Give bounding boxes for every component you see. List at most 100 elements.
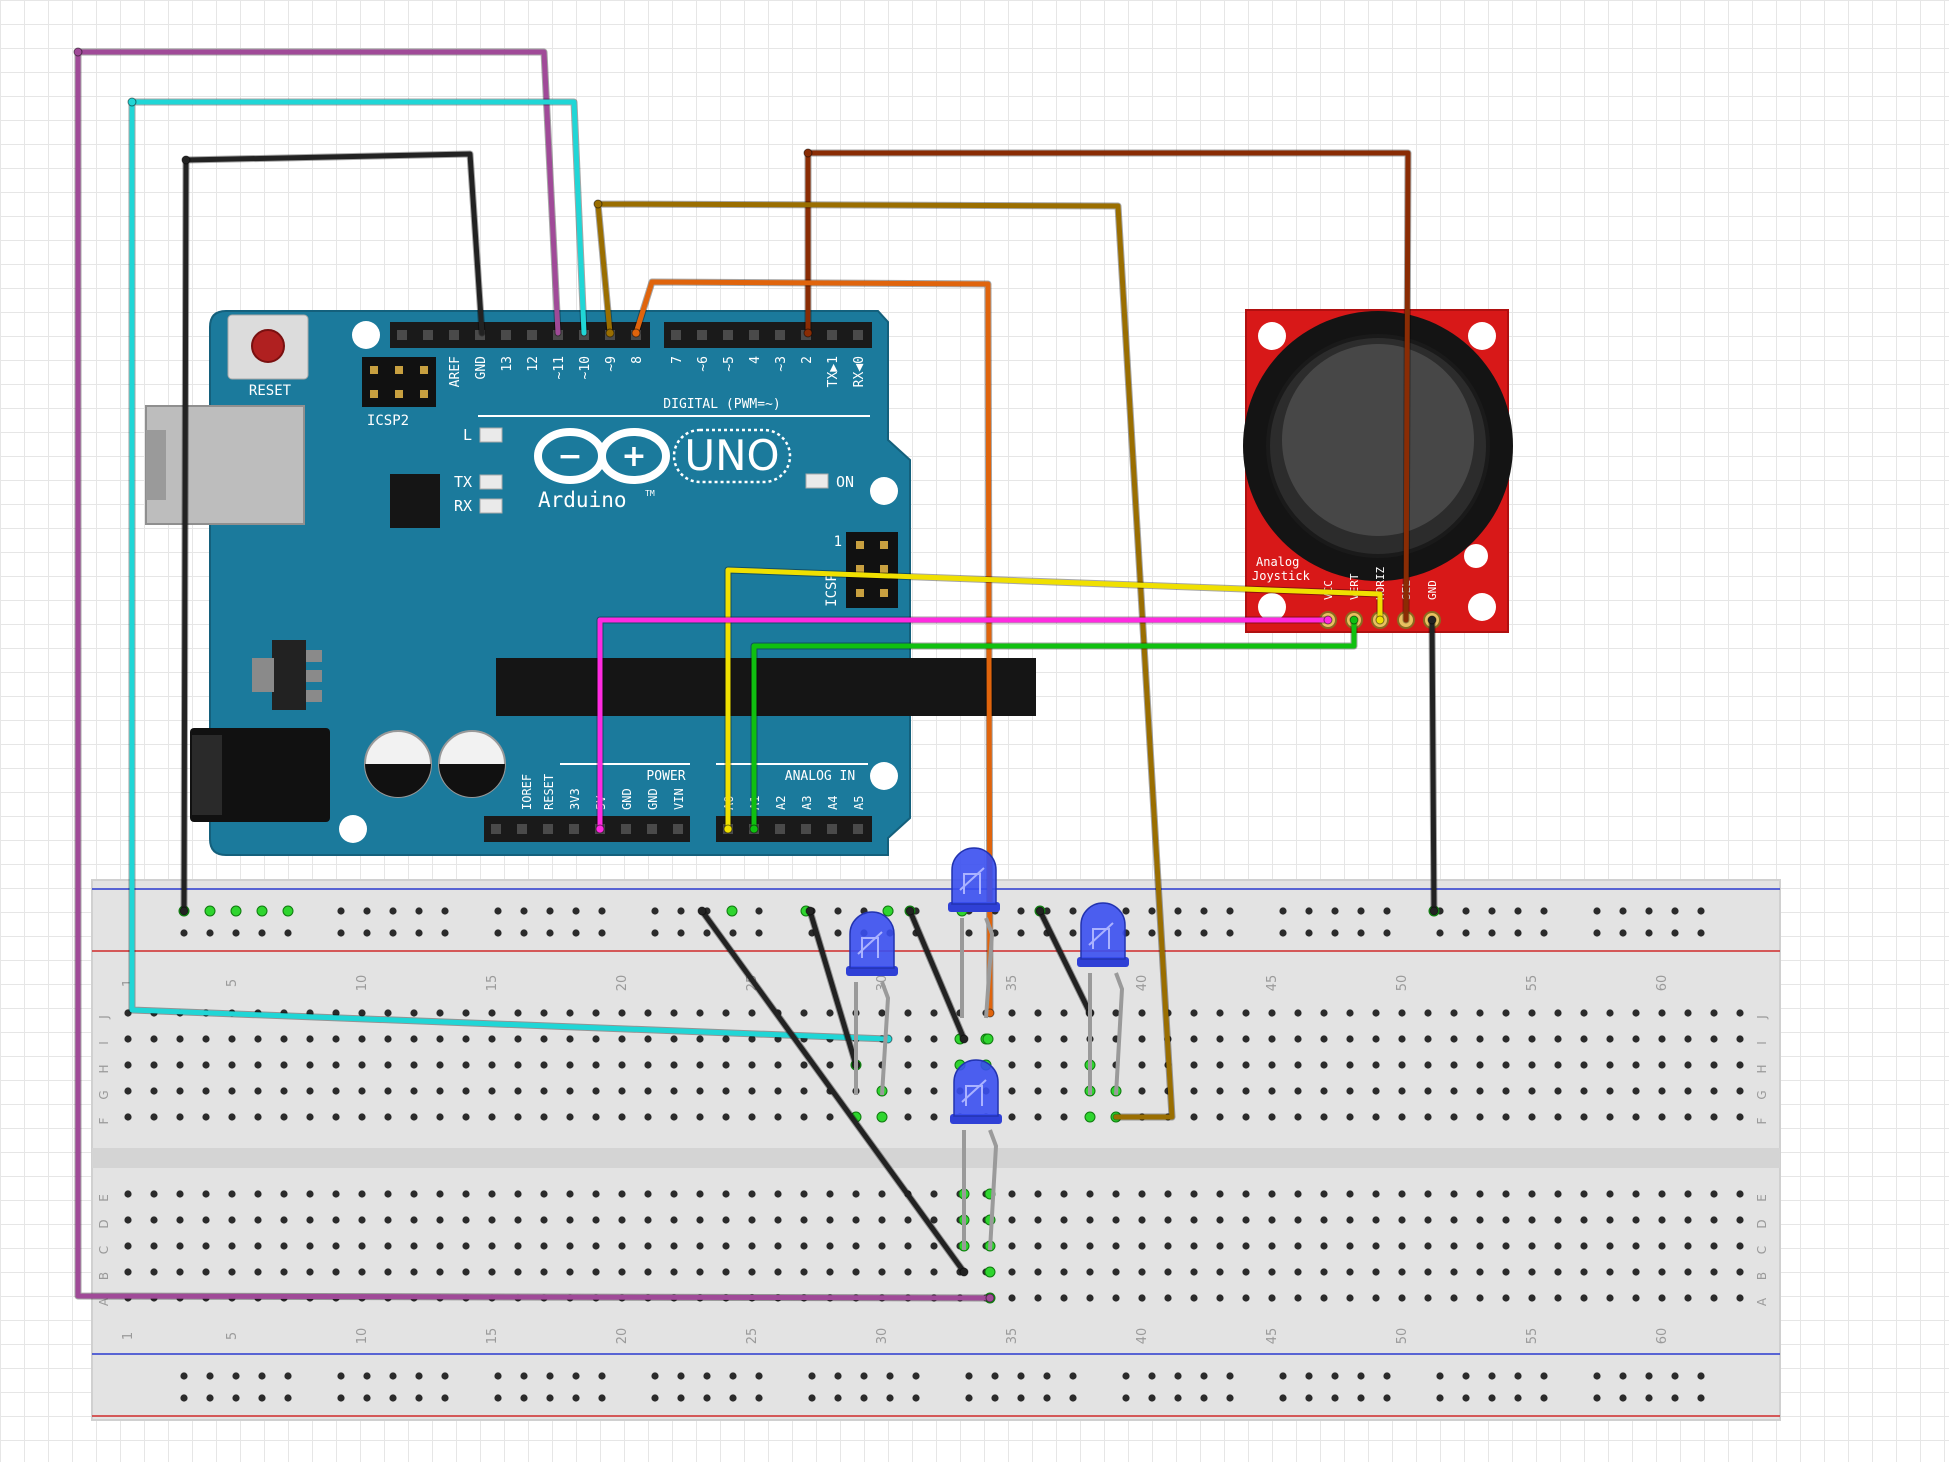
breadboard-hole — [618, 1009, 626, 1017]
breadboard-hole — [1710, 1009, 1718, 1017]
breadboard-hole — [696, 1216, 704, 1224]
power-rail-hole — [808, 1372, 816, 1380]
breadboard-hole — [696, 1190, 704, 1198]
breadboard-hole — [1060, 1087, 1068, 1095]
breadboard-hole — [696, 1035, 704, 1043]
breadboard-hole — [592, 1009, 600, 1017]
breadboard-hole — [514, 1242, 522, 1250]
breadboard-hole — [1372, 1216, 1380, 1224]
breadboard-hole — [1190, 1113, 1198, 1121]
row-letter: D — [1755, 1219, 1769, 1228]
breadboard-hole — [1320, 1087, 1328, 1095]
breadboard-hole — [930, 1087, 938, 1095]
breadboard-hole — [800, 1216, 808, 1224]
power-rail-hole — [1069, 929, 1077, 937]
breadboard-hole — [332, 1268, 340, 1276]
breadboard-hole — [1632, 1061, 1640, 1069]
led — [948, 847, 1000, 1019]
l-led — [479, 427, 503, 443]
row-letter: J — [1755, 1015, 1769, 1020]
column-number: 15 — [485, 1328, 500, 1345]
power-rail-hole — [834, 1372, 842, 1380]
breadboard-hole — [124, 1190, 132, 1198]
power-pin-label: IOREF — [520, 774, 534, 810]
power-rail-hole — [1671, 929, 1679, 937]
breadboard-hole — [254, 1035, 262, 1043]
power-rail-hole — [808, 1394, 816, 1402]
breadboard-hole — [306, 1190, 314, 1198]
power-header — [484, 816, 690, 842]
power-rail-hole — [1645, 929, 1653, 937]
row-letter: B — [97, 1272, 111, 1280]
breadboard-hole — [1736, 1216, 1744, 1224]
breadboard-hole — [1320, 1035, 1328, 1043]
breadboard-hole — [514, 1268, 522, 1276]
row-letter: I — [97, 1041, 111, 1045]
breadboard-hole — [436, 1268, 444, 1276]
breadboard-hole — [1294, 1268, 1302, 1276]
breadboard-hole — [384, 1190, 392, 1198]
breadboard-hole — [124, 1035, 132, 1043]
breadboard-hole — [748, 1242, 756, 1250]
power-header-label: POWER — [646, 769, 685, 784]
power-rail-hole — [729, 929, 737, 937]
power-rail-hole — [389, 1394, 397, 1402]
breadboard-hole — [540, 1113, 548, 1121]
breadboard-hole — [1736, 1242, 1744, 1250]
power-rail-hole — [965, 1394, 973, 1402]
breadboard-hole — [904, 1216, 912, 1224]
wire-endpoint — [127, 97, 137, 107]
power-rail-hole — [1488, 1372, 1496, 1380]
breadboard-hole — [696, 1242, 704, 1250]
breadboard-hole — [1346, 1061, 1354, 1069]
row-letter: D — [97, 1219, 111, 1228]
breadboard-hole — [514, 1113, 522, 1121]
power-rail-hole — [991, 1372, 999, 1380]
power-rail-hole — [651, 1394, 659, 1402]
breadboard-hole — [1528, 1268, 1536, 1276]
breadboard-hole — [1632, 1035, 1640, 1043]
breadboard-hole — [1372, 1242, 1380, 1250]
breadboard-hole — [566, 1087, 574, 1095]
breadboard-hole — [436, 1009, 444, 1017]
joystick-cap[interactable] — [1282, 344, 1474, 536]
reset-button-cap[interactable] — [251, 329, 285, 363]
breadboard-hole — [1242, 1009, 1250, 1017]
column-number: 50 — [1395, 975, 1410, 992]
header-pin — [621, 824, 631, 834]
wire-black-led-1 — [807, 908, 859, 1068]
column-number: 55 — [1525, 975, 1540, 992]
breadboard-hole — [202, 1242, 210, 1250]
breadboard-hole — [540, 1087, 548, 1095]
row-letter: H — [1755, 1064, 1769, 1073]
breadboard-hole — [1580, 1087, 1588, 1095]
power-rail-hole — [572, 1372, 580, 1380]
breadboard-hole — [514, 1061, 522, 1069]
mounting-hole — [870, 762, 898, 790]
breadboard-hole — [1138, 1061, 1146, 1069]
breadboard-hole — [1580, 1113, 1588, 1121]
breadboard-hole — [228, 1216, 236, 1224]
breadboard-hole — [462, 1216, 470, 1224]
breadboard-hole — [280, 1113, 288, 1121]
breadboard-hole — [1606, 1061, 1614, 1069]
breadboard-hole — [410, 1216, 418, 1224]
breadboard-hole — [1372, 1294, 1380, 1302]
breadboard-hole — [1346, 1087, 1354, 1095]
power-rail-hole — [520, 907, 528, 915]
breadboard-hole — [228, 1113, 236, 1121]
power-pin-label: 3V3 — [568, 788, 582, 810]
breadboard-hole — [124, 1268, 132, 1276]
breadboard-hole — [1658, 1009, 1666, 1017]
power-pin-label: VIN — [672, 788, 686, 810]
breadboard-hole — [1658, 1242, 1666, 1250]
breadboard-hole — [1086, 1216, 1094, 1224]
power-rail-hole — [1226, 929, 1234, 937]
breadboard-hole — [1606, 1087, 1614, 1095]
breadboard-hole — [514, 1009, 522, 1017]
logo-infinity-right — [598, 428, 670, 484]
power-rail-hole — [441, 1394, 449, 1402]
power-rail-hole — [1593, 1372, 1601, 1380]
header-pin — [449, 330, 459, 340]
